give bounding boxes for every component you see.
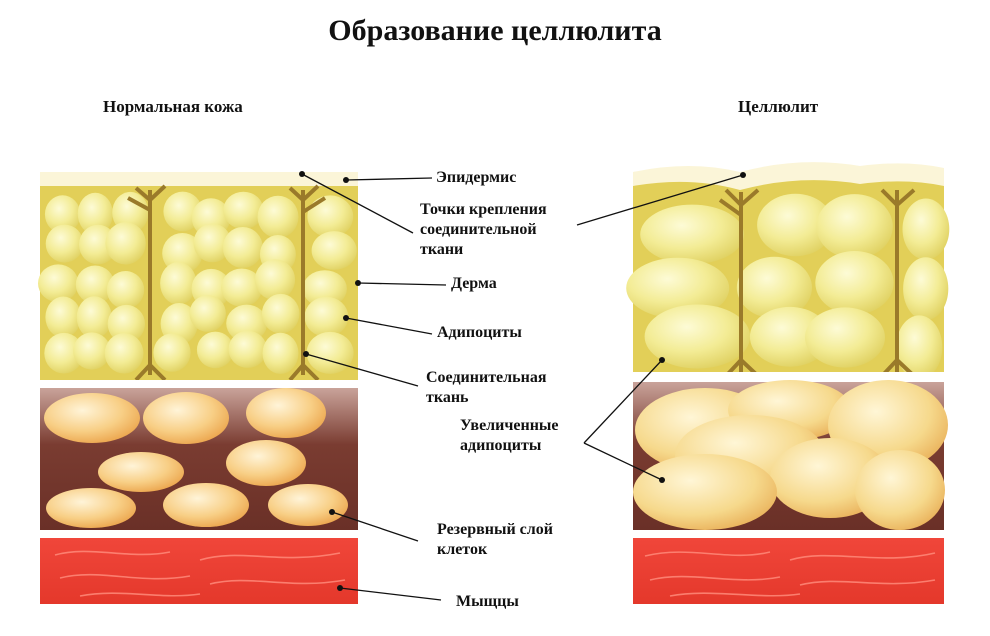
adipocyte-cluster-cellulite [626, 193, 950, 380]
adipocyte [45, 224, 84, 263]
adipocyte [75, 265, 115, 304]
adipocyte [626, 257, 730, 319]
adipocyte [38, 264, 79, 303]
adipocyte [304, 296, 349, 337]
muscle-layer-cellulite [633, 538, 944, 604]
label-connective-tissue: Соединительная ткань [426, 369, 547, 406]
adipocyte [44, 332, 84, 374]
pointer-dots [299, 171, 746, 591]
adipocyte [261, 293, 300, 334]
cellulite-panel [626, 162, 950, 604]
adipocyte [153, 333, 191, 372]
adipocyte [226, 304, 268, 342]
adipocyte [193, 223, 232, 263]
adipocyte [902, 198, 950, 260]
connective-septa [127, 184, 327, 382]
adipocyte [257, 195, 299, 239]
label-muscles: Мыщцы [456, 593, 519, 610]
adipocyte [44, 195, 81, 234]
adipocyte [221, 268, 263, 307]
label-epidermis: Эпидермис [436, 169, 517, 186]
adipocyte [104, 333, 144, 374]
adipocyte [903, 257, 949, 321]
enlarged-adipocytes [633, 380, 948, 530]
adipocyte [805, 307, 885, 368]
adipocyte [223, 191, 264, 230]
label-dermis: Дерма [451, 275, 497, 292]
adipocyte [640, 204, 744, 265]
adipocyte [73, 332, 111, 370]
adipocyte [644, 304, 751, 369]
reserve-cells [44, 388, 348, 528]
label-enlarged-adipocytes: Увеличенные адипоциты [460, 417, 559, 454]
adipocyte [736, 256, 813, 319]
adipocyte [77, 192, 113, 235]
muscle-fibers [54, 550, 346, 597]
normal-skin-heading: Нормальная кожа [103, 97, 243, 116]
adipocyte [228, 330, 267, 368]
adipocyte [105, 222, 146, 265]
adipocyte [189, 295, 226, 332]
adipocyte [306, 331, 354, 374]
label-adipocytes: Адипоциты [437, 324, 522, 341]
normal-skin-panel [38, 172, 358, 604]
label-reserve-layer: Резервный слой клеток [437, 521, 553, 558]
adipocyte [160, 262, 197, 305]
diagram-title: Образование целлюлита [328, 14, 662, 47]
adipocyte [45, 296, 81, 338]
adipocyte [816, 194, 893, 259]
pointer-lines [301, 173, 744, 601]
adipocyte [76, 296, 112, 339]
epidermis-layer [40, 172, 358, 188]
muscle-layer [40, 538, 358, 604]
label-anchor-points: Точки крепления соединительной ткани [420, 201, 547, 258]
adipocyte [757, 193, 834, 257]
adipocyte [254, 259, 296, 301]
adipocyte [107, 304, 145, 343]
cellulite-heading: Целлюлит [738, 97, 819, 116]
adipocyte [307, 195, 354, 238]
adipocyte [222, 227, 263, 268]
adipocyte [196, 331, 234, 369]
adipocyte [106, 271, 145, 309]
adipocyte [262, 332, 299, 374]
adipocyte [815, 250, 894, 315]
adipocyte-cluster [38, 191, 357, 374]
adipocyte [896, 315, 943, 380]
adipocyte [311, 231, 357, 270]
adipocyte [302, 270, 347, 308]
epidermis-layer-cellulite [633, 162, 944, 190]
muscle-fibers-cellulite [644, 551, 936, 597]
